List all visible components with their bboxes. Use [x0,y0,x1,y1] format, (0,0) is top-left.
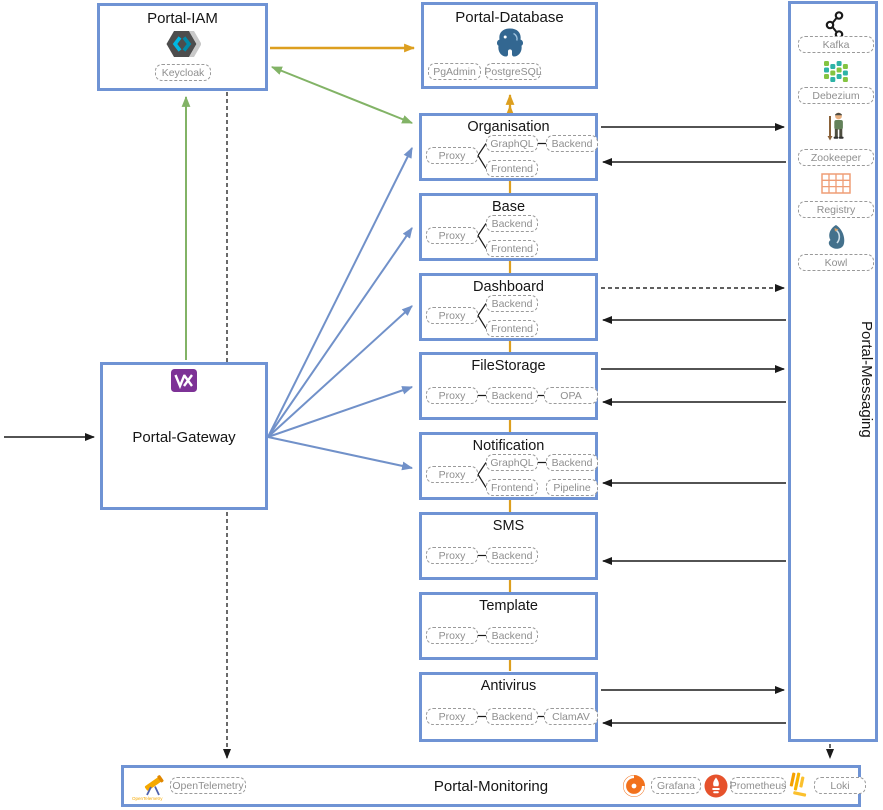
node-frontend[interactable]: Frontend [486,479,538,496]
service-title: Antivirus [480,678,537,694]
service-notification[interactable]: Notification Proxy GraphQL Frontend Back… [419,432,598,500]
loki-icon [789,772,807,797]
node-frontend[interactable]: Frontend [486,240,538,257]
vertx-icon [171,369,197,392]
chip-opentelemetry[interactable]: OpenTelemetry [170,777,246,794]
chip-postgresql[interactable]: PostgreSQL [484,63,542,80]
service-antivirus[interactable]: Antivirus Proxy Backend ClamAV [419,672,598,742]
node-frontend[interactable]: Frontend [486,320,538,337]
kowl-icon [828,225,845,249]
opentelemetry-wordmark: OpenTelemetry [132,796,163,801]
chip-keycloak[interactable]: Keycloak [155,64,211,81]
chip-debezium[interactable]: Debezium [798,87,874,104]
node-backend[interactable]: Backend [486,547,538,564]
service-filestorage[interactable]: FileStorage Proxy Backend OPA [419,352,598,420]
opentelemetry-icon [144,775,164,796]
node-backend[interactable]: Backend [486,387,538,404]
zookeeper-icon [827,112,844,141]
node-backend[interactable]: Backend [486,627,538,644]
box-portal-monitoring[interactable]: OpenTelemetry OpenTelemetry Portal-Monit… [121,765,866,807]
debezium-icon [824,61,848,82]
service-base[interactable]: Base Proxy Backend Frontend [419,193,598,261]
node-frontend[interactable]: Frontend [486,160,538,177]
service-title: Dashboard [473,279,544,295]
node-proxy[interactable]: Proxy [426,387,478,404]
portal-monitoring-title: Portal-Monitoring [433,778,549,795]
node-proxy[interactable]: Proxy [426,708,478,725]
node-pipeline[interactable]: Pipeline [546,479,598,496]
box-portal-gateway[interactable]: Portal-Gateway [100,362,268,510]
node-proxy[interactable]: Proxy [426,227,478,244]
service-title: Base [491,199,526,215]
service-title: Template [479,598,538,614]
node-backend[interactable]: Backend [486,215,538,232]
node-backend[interactable]: Backend [546,454,598,471]
chip-kafka[interactable]: Kafka [798,36,874,53]
service-organisation[interactable]: Organisation Proxy GraphQL Frontend Back… [419,113,598,181]
keycloak-icon [166,31,201,57]
node-graphql[interactable]: GraphQL [486,135,538,152]
registry-icon [821,173,851,194]
node-clamav[interactable]: ClamAV [544,708,598,725]
service-title: SMS [492,518,525,534]
service-sms[interactable]: SMS Proxy Backend [419,512,598,580]
service-template[interactable]: Template Proxy Backend [419,592,598,660]
chip-loki[interactable]: Loki [814,777,866,794]
grafana-icon [623,775,645,797]
chip-prometheus[interactable]: Prometheus [730,777,786,794]
node-proxy[interactable]: Proxy [426,466,478,483]
chip-zookeeper[interactable]: Zookeeper [798,149,874,166]
node-proxy[interactable]: Proxy [426,307,478,324]
node-opa[interactable]: OPA [544,387,598,404]
portal-gateway-title: Portal-Gateway [132,429,236,446]
chip-kowl[interactable]: Kowl [798,254,874,271]
portal-iam-title: Portal-IAM [147,10,218,27]
service-title: Notification [472,438,545,454]
chip-registry[interactable]: Registry [798,201,874,218]
box-portal-messaging[interactable]: Kafka Debezium Zookeeper Reg [788,1,878,742]
box-portal-iam[interactable]: Portal-IAM Keycloak [97,3,268,91]
portal-messaging-title: Portal-Messaging [858,320,875,438]
prometheus-icon [704,774,728,798]
chip-pgadmin[interactable]: PgAdmin [428,63,481,80]
node-proxy[interactable]: Proxy [426,147,478,164]
service-title: Organisation [467,119,550,135]
node-backend[interactable]: Backend [486,295,538,312]
node-proxy[interactable]: Proxy [426,627,478,644]
node-backend[interactable]: Backend [486,708,538,725]
service-dashboard[interactable]: Dashboard Proxy Backend Frontend [419,273,598,341]
chip-grafana[interactable]: Grafana [651,777,701,794]
service-title: FileStorage [471,358,546,374]
postgresql-icon [496,28,524,57]
node-graphql[interactable]: GraphQL [486,454,538,471]
node-backend[interactable]: Backend [546,135,598,152]
portal-database-title: Portal-Database [455,9,564,26]
node-proxy[interactable]: Proxy [426,547,478,564]
box-portal-database[interactable]: Portal-Database PgAdmin PostgreSQL [421,2,598,89]
